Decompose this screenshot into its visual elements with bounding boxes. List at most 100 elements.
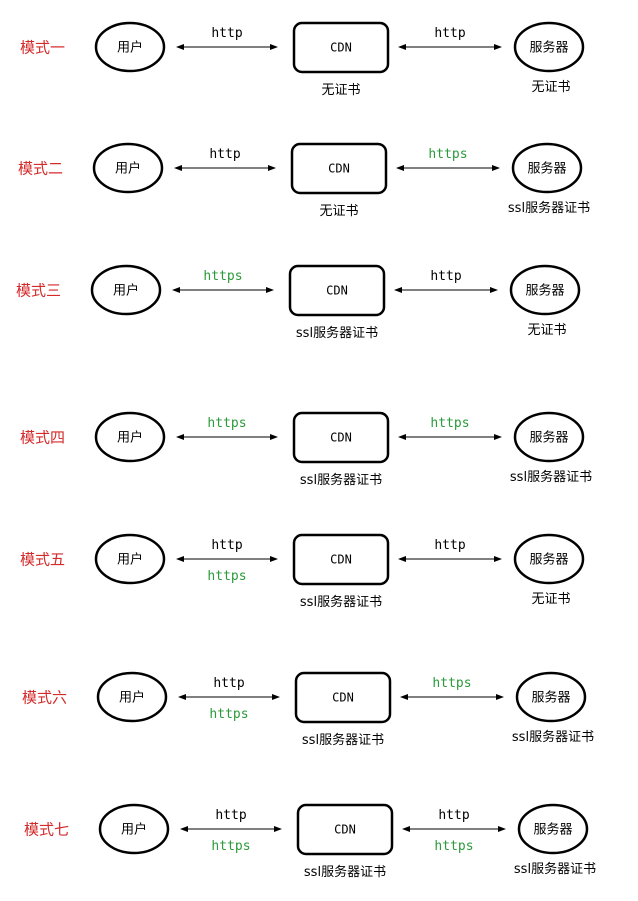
user-label: 用户	[117, 430, 143, 446]
left-protocol-label: https	[209, 707, 248, 722]
left-protocol-label: https	[211, 839, 250, 854]
cdn-label: CDN	[326, 284, 348, 298]
user-cdn-arrow	[178, 694, 280, 700]
user-node	[96, 671, 168, 723]
user-cdn-arrow	[180, 826, 282, 832]
user-cdn-arrow	[174, 165, 276, 171]
right-protocol-label: http	[434, 538, 465, 553]
server-node	[515, 671, 587, 723]
server-label: 服务器	[529, 552, 568, 568]
cdn-cert-label: ssl服务器证书	[296, 325, 378, 341]
server-cert-label: ssl服务器证书	[510, 469, 592, 485]
cdn-label: CDN	[330, 41, 352, 55]
server-cert-label: ssl服务器证书	[514, 861, 596, 877]
left-protocol-label: https	[207, 416, 246, 431]
server-cert-label: 无证书	[531, 80, 570, 95]
user-node	[98, 803, 170, 855]
mode-label: 模式五	[20, 551, 65, 569]
user-cdn-arrow	[176, 44, 278, 50]
mode-label: 模式一	[20, 39, 65, 57]
cdn-label: CDN	[332, 691, 354, 705]
right-protocol-label: http	[434, 26, 465, 41]
cdn-node	[292, 533, 390, 586]
server-node	[513, 21, 585, 73]
user-node	[90, 264, 162, 316]
left-protocol-label: http	[211, 538, 242, 553]
server-label: 服务器	[529, 40, 568, 56]
right-protocol-label: https	[430, 416, 469, 431]
cdn-node	[290, 142, 388, 195]
server-node	[513, 533, 585, 585]
left-protocol-label: http	[213, 676, 244, 691]
user-node	[94, 533, 166, 585]
user-cdn-arrow	[172, 287, 274, 293]
cdn-server-arrow	[398, 556, 502, 562]
cdn-server-arrow	[402, 826, 506, 832]
server-node	[511, 142, 583, 194]
user-label: 用户	[115, 161, 141, 177]
user-node	[94, 21, 166, 73]
mode-label: 模式六	[22, 689, 67, 707]
left-protocol-label: https	[203, 269, 242, 284]
mode-label: 模式三	[16, 282, 61, 300]
mode-label: 模式七	[24, 821, 69, 839]
user-label: 用户	[113, 283, 139, 299]
cdn-server-arrow	[398, 434, 502, 440]
server-label: 服务器	[533, 822, 572, 838]
server-label: 服务器	[529, 430, 568, 446]
cdn-node	[288, 264, 386, 317]
server-node	[513, 411, 585, 463]
mode-label: 模式二	[18, 160, 63, 178]
right-protocol-label: https	[432, 676, 471, 691]
cdn-cert-label: 无证书	[319, 204, 358, 219]
right-protocol-label: https	[428, 147, 467, 162]
right-protocol-label: http	[438, 808, 469, 823]
cdn-label: CDN	[330, 431, 352, 445]
right-protocol-label: http	[430, 269, 461, 284]
cdn-cert-label: 无证书	[321, 83, 360, 98]
left-protocol-label: http	[215, 808, 246, 823]
server-node	[509, 264, 581, 316]
user-node	[94, 411, 166, 463]
left-protocol-label: http	[209, 147, 240, 162]
cdn-label: CDN	[334, 823, 356, 837]
cdn-node	[294, 671, 392, 724]
server-cert-label: 无证书	[527, 323, 566, 338]
cdn-node	[292, 21, 390, 74]
cdn-server-arrow	[398, 44, 502, 50]
cdn-cert-label: ssl服务器证书	[302, 732, 384, 748]
cdn-node	[292, 411, 390, 464]
user-label: 用户	[117, 40, 143, 56]
mode-label: 模式四	[20, 429, 65, 447]
user-cdn-arrow	[176, 556, 278, 562]
cdn-cert-label: ssl服务器证书	[300, 594, 382, 610]
cdn-node	[296, 803, 394, 856]
server-cert-label: ssl服务器证书	[512, 729, 594, 745]
server-label: 服务器	[531, 690, 570, 706]
user-label: 用户	[117, 552, 143, 568]
server-node	[517, 803, 589, 855]
cdn-cert-label: ssl服务器证书	[304, 864, 386, 880]
server-cert-label: ssl服务器证书	[508, 200, 590, 216]
server-cert-label: 无证书	[531, 592, 570, 607]
cdn-cert-label: ssl服务器证书	[300, 472, 382, 488]
user-label: 用户	[121, 822, 147, 838]
left-protocol-label: http	[211, 26, 242, 41]
server-label: 服务器	[527, 161, 566, 177]
right-protocol-label: https	[434, 839, 473, 854]
cdn-server-arrow	[400, 694, 504, 700]
mode-row: 模式六用户httphttpsCDNssl服务器证书https服务器ssl服务器证…	[22, 671, 594, 748]
cdn-server-arrow	[394, 287, 498, 293]
user-cdn-arrow	[176, 434, 278, 440]
mode-row: 模式七 用户 http https CDN ssl服务器证书 http https 服务器 ssl…	[24, 803, 596, 880]
server-label: 服务器	[525, 283, 564, 299]
cdn-label: CDN	[330, 553, 352, 567]
cdn-label: CDN	[328, 162, 350, 176]
left-protocol-label: https	[207, 569, 246, 584]
user-label: 用户	[119, 690, 145, 706]
